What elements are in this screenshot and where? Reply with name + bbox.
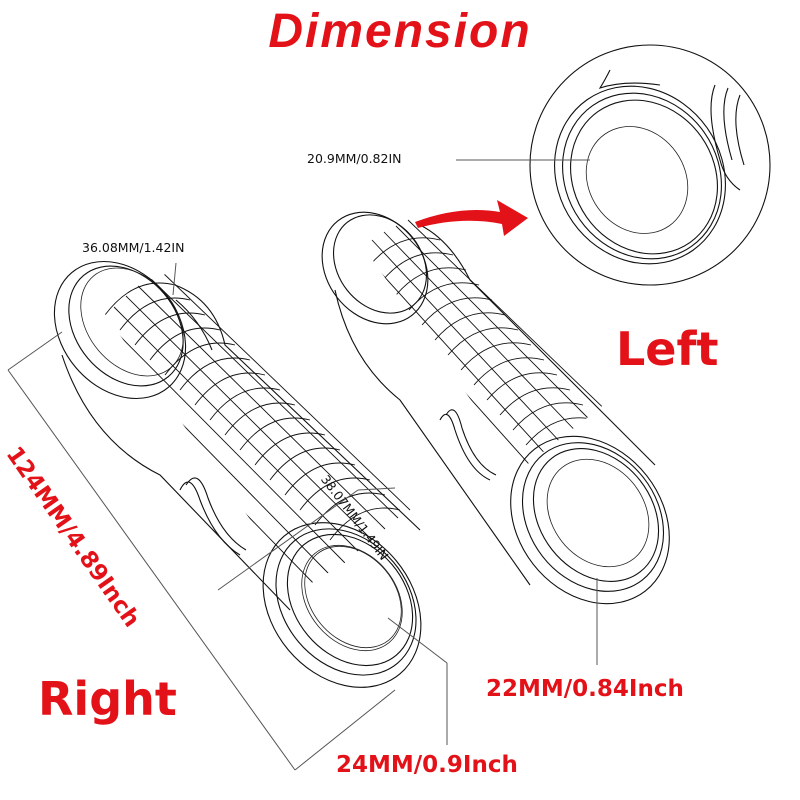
handlebar-grip-left-drawing	[321, 211, 670, 605]
label-left-grip: Left	[616, 322, 719, 376]
label-right-grip: Right	[38, 672, 177, 726]
grip-end-closeup-circle	[529, 44, 771, 286]
dim-inner-diameter-right: 24MM/0.9Inch	[336, 752, 518, 778]
dimension-lines	[7, 159, 598, 771]
page-title: Dimension	[268, 5, 532, 58]
dim-inner-diameter-left: 22MM/0.84Inch	[486, 676, 684, 702]
dim-inner-bore-closeup: 20.9MM/0.82IN	[307, 151, 402, 166]
handlebar-grip-right-drawing	[53, 260, 422, 688]
dim-end-diameter-top: 36.08MM/1.42IN	[82, 240, 185, 255]
red-curved-arrow-icon	[415, 200, 528, 236]
